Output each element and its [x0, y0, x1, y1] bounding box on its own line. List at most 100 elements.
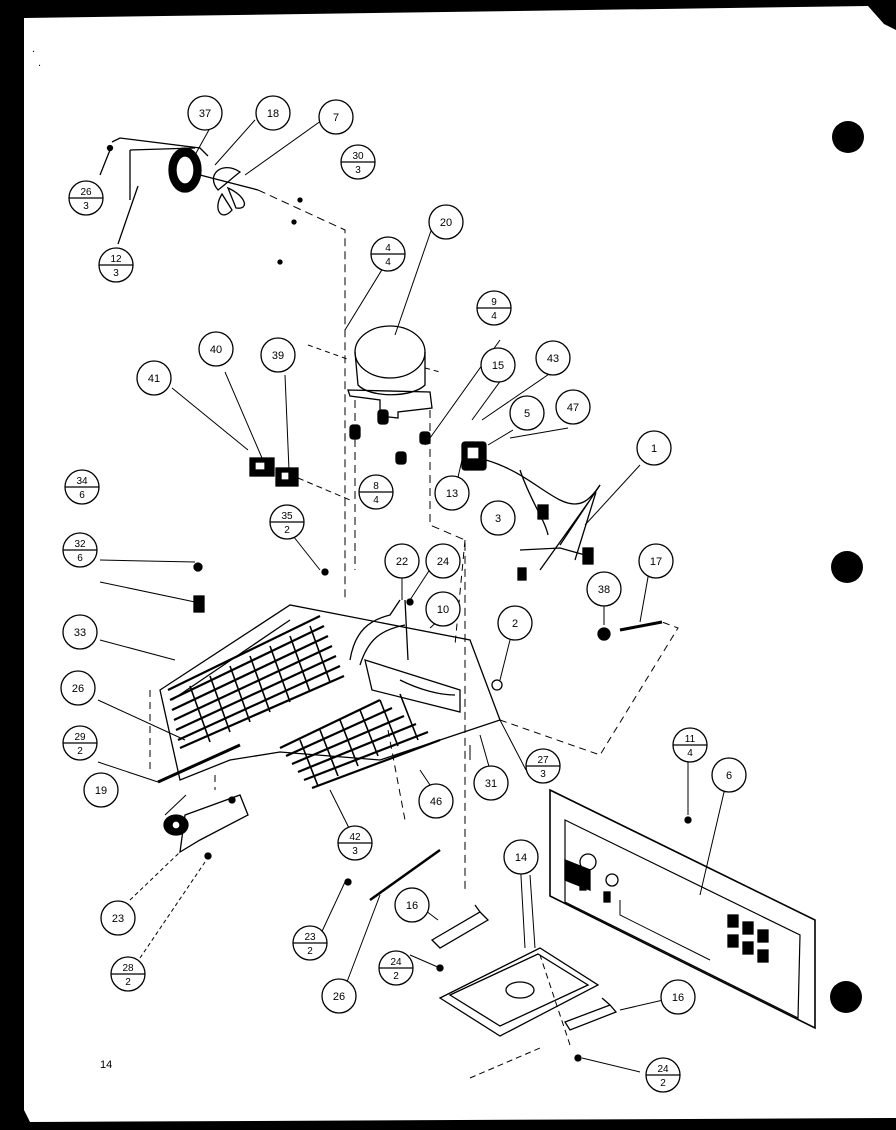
scan-mark-2: .: [38, 57, 41, 69]
callout-number: 43: [547, 353, 559, 365]
callout-c37: 37: [187, 95, 223, 131]
callout-c24b: 242: [378, 950, 414, 986]
callout-number: 5: [524, 408, 530, 420]
callout-circle: [711, 757, 747, 793]
callout-circle: [638, 543, 674, 579]
callout-c19: 19: [83, 772, 119, 808]
callout-numerator: 11: [685, 734, 696, 745]
callout-c1: 1: [636, 430, 672, 466]
condenser-coil-left: [167, 615, 345, 750]
callout-number: 16: [672, 992, 684, 1004]
callout-circle: [480, 500, 516, 536]
callout-c11: 114: [672, 727, 708, 763]
callout-c15: 15: [480, 347, 516, 383]
callout-c28: 282: [110, 956, 146, 992]
callout-c27: 273: [525, 748, 561, 784]
callout-c26a: 263: [68, 180, 104, 216]
callout-number: 19: [95, 785, 107, 797]
callout-denominator: 3: [355, 165, 361, 176]
callout-denominator: 3: [352, 846, 358, 857]
start-relay-components: [171, 371, 351, 501]
callout-c47: 47: [555, 389, 591, 425]
callout-c6: 6: [711, 757, 747, 793]
callout-denominator: 2: [284, 525, 290, 536]
callout-number: 26: [333, 991, 345, 1003]
misc-hardware: [97, 559, 692, 1062]
callout-circle: [321, 978, 357, 1014]
callout-leaders: [164, 521, 729, 1073]
callout-c30: 303: [340, 144, 376, 180]
callout-number: 31: [485, 778, 497, 790]
tubing: [349, 598, 414, 666]
callout-circle: [83, 772, 119, 808]
callout-numerator: 24: [390, 957, 402, 968]
callout-c42: 423: [337, 825, 373, 861]
callout-number: 10: [437, 604, 449, 616]
callout-denominator: 4: [385, 257, 391, 268]
callout-c40: 40: [198, 331, 234, 367]
callout-number: 23: [112, 913, 124, 925]
callout-denominator: 4: [373, 495, 379, 506]
callout-circle: [555, 389, 591, 425]
callout-denominator: 6: [79, 490, 85, 501]
callout-number: 38: [598, 584, 610, 596]
callout-numerator: 32: [74, 539, 86, 550]
callout-c24a: 24: [425, 543, 461, 579]
callout-denominator: 3: [540, 769, 546, 780]
callout-c8: 84: [358, 474, 394, 510]
callout-c22: 22: [384, 543, 420, 579]
callout-c34: 346: [64, 469, 100, 505]
callout-c23b: 232: [292, 925, 328, 961]
callout-c2: 2: [497, 605, 533, 641]
access-panel: [469, 788, 816, 1079]
callout-number: 20: [440, 217, 452, 229]
callout-c43: 43: [535, 340, 571, 376]
callout-c10: 10: [425, 591, 461, 627]
brackets: [430, 904, 618, 1031]
callout-number: 3: [495, 513, 501, 525]
callout-c46: 46: [418, 783, 454, 819]
callout-numerator: 9: [491, 297, 497, 308]
callout-circle: [636, 430, 672, 466]
callout-number: 14: [515, 852, 527, 864]
callout-denominator: 3: [83, 201, 89, 212]
callout-circle: [255, 95, 291, 131]
callout-circle: [60, 670, 96, 706]
callout-numerator: 8: [373, 481, 379, 492]
callout-circle: [198, 331, 234, 367]
callout-number: 16: [406, 900, 418, 912]
callout-number: 46: [430, 796, 442, 808]
callout-number: 2: [512, 618, 518, 630]
relay-and-harness: [454, 364, 641, 581]
callout-circle: [480, 347, 516, 383]
callout-c16b: 16: [660, 979, 696, 1015]
callout-c38: 38: [586, 571, 622, 607]
callout-c12: 123: [98, 247, 134, 283]
callout-circle: [318, 99, 354, 135]
callout-number: 47: [567, 402, 579, 414]
callout-c41: 41: [136, 360, 172, 396]
callout-c29: 292: [62, 725, 98, 761]
callout-denominator: 6: [77, 553, 83, 564]
callout-circle: [62, 614, 98, 650]
callout-c13: 13: [434, 475, 470, 511]
callout-circle: [586, 571, 622, 607]
callout-circle: [503, 839, 539, 875]
condenser-coil-right: [279, 693, 441, 790]
callout-numerator: 34: [76, 476, 88, 487]
callout-number: 17: [650, 556, 662, 568]
callout-number: 18: [267, 108, 279, 120]
callout-c17: 17: [638, 543, 674, 579]
thermostat-bracket: [129, 794, 249, 959]
callout-c3: 3: [480, 500, 516, 536]
binder-hole-middle: [831, 551, 863, 583]
callout-c26c: 26: [321, 978, 357, 1014]
callout-circle: [100, 900, 136, 936]
callout-circle: [260, 337, 296, 373]
page-number: 14: [100, 1059, 112, 1071]
callout-circle: [384, 543, 420, 579]
callout-number: 39: [272, 350, 284, 362]
drain-pan: [438, 874, 600, 1037]
